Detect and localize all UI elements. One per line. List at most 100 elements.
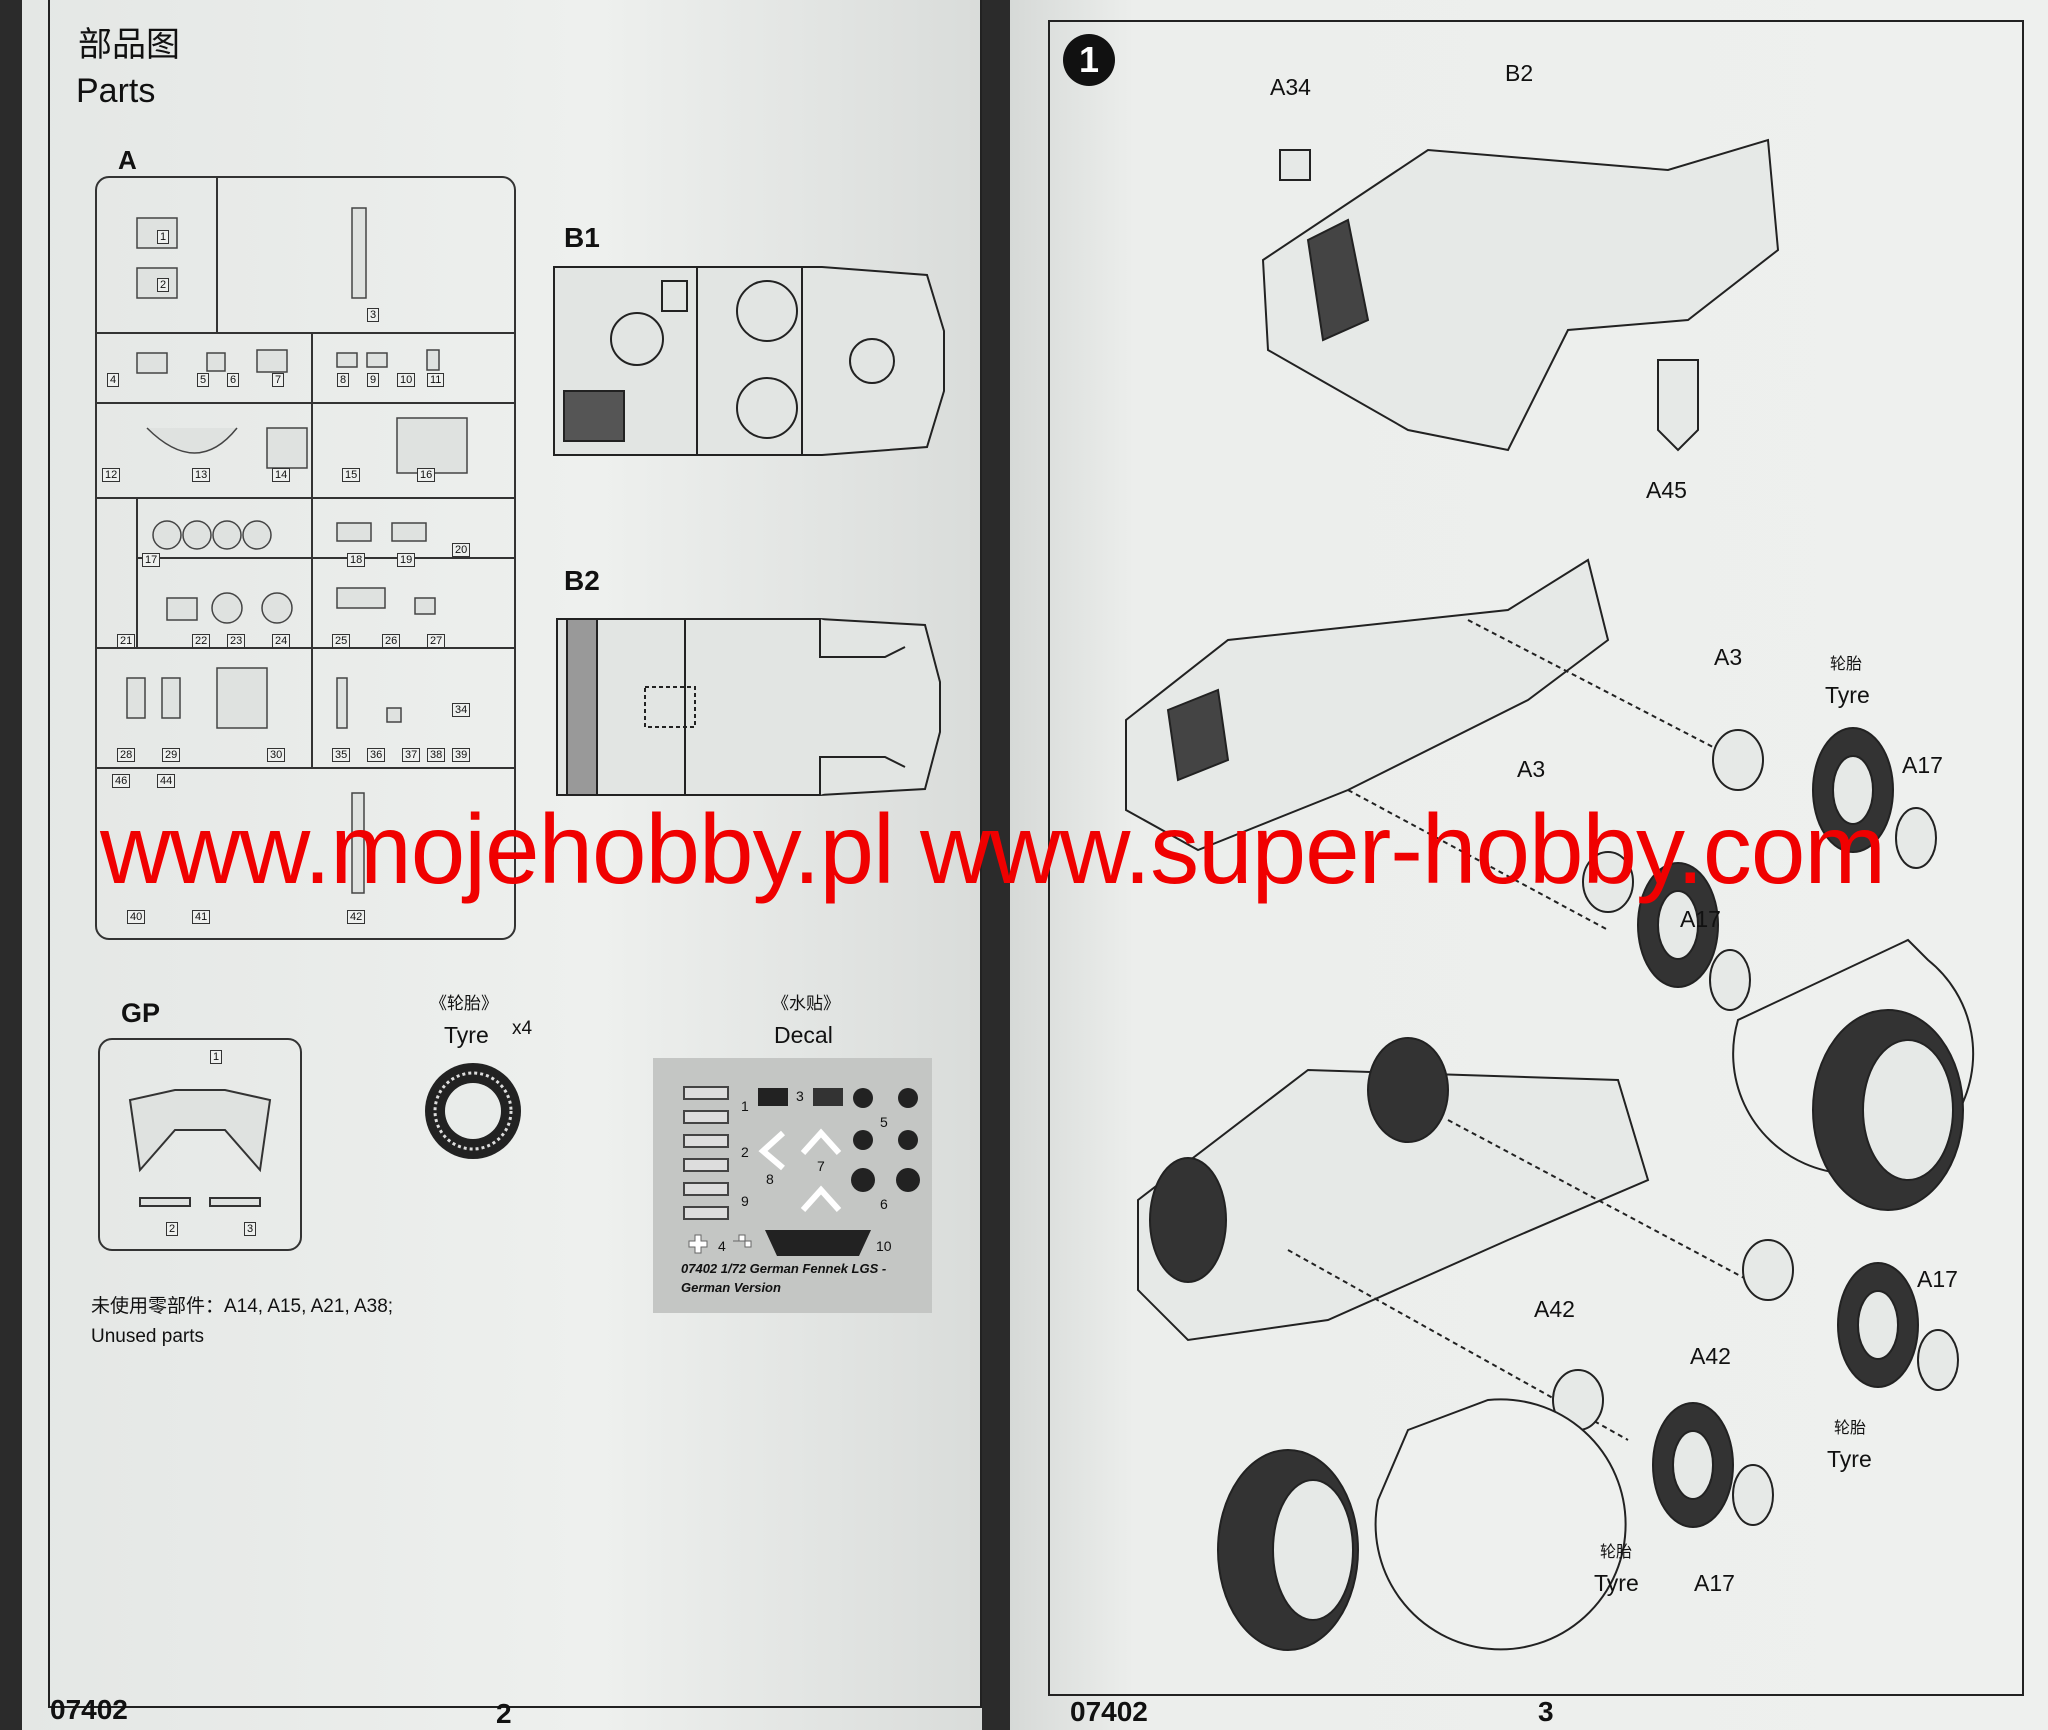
sprue-a-part-6: 6 xyxy=(227,373,240,387)
sprue-a-part-12: 12 xyxy=(102,468,121,482)
sprue-a-part-22: 22 xyxy=(192,634,211,648)
watermark-text: www.mojehobby.pl www.super-hobby.com xyxy=(100,794,1886,904)
tyre-quantity: x4 xyxy=(512,1018,533,1039)
sprue-a-part-20: 20 xyxy=(452,543,471,557)
sprue-a-part-15: 15 xyxy=(342,468,361,482)
hull-middle xyxy=(1125,558,1610,852)
sprue-a-label: A xyxy=(118,145,137,175)
left-page-number: 2 xyxy=(496,1698,512,1729)
sprue-b1-label: B1 xyxy=(564,222,600,253)
sprue-a-part-9: 9 xyxy=(367,373,380,387)
decal-number-7: 7 xyxy=(817,1158,825,1174)
sprue-a-part-2: 2 xyxy=(157,278,170,292)
sprue-a-part-41: 41 xyxy=(192,910,211,924)
sprue-a-part-34: 34 xyxy=(452,703,471,717)
sprue-a-part-24: 24 xyxy=(272,634,291,648)
sprue-a-part-46: 46 xyxy=(112,774,131,788)
sprue-a-part-29: 29 xyxy=(162,748,181,762)
sprue-gp-label: GP xyxy=(121,998,161,1028)
callout-a42-1: A42 xyxy=(1534,1296,1575,1322)
tyre-icon xyxy=(425,1063,521,1159)
hull-top xyxy=(1261,138,1780,452)
callout-a17-3: A17 xyxy=(1917,1266,1958,1292)
sprue-a-part-21: 21 xyxy=(117,634,136,648)
decal-number-1: 1 xyxy=(741,1098,749,1114)
decal-sheet: 1 2 3 4 5 6 7 8 9 10 07402 1/72 German F… xyxy=(653,1058,932,1313)
sprue-a-part-1: 1 xyxy=(157,230,170,244)
sprue-a-part-16: 16 xyxy=(417,468,436,482)
sprue-a-part-44: 44 xyxy=(157,774,176,788)
sprue-gp-drawing xyxy=(128,1089,272,1207)
decal-caption-1: 07402 1/72 German Fennek LGS - xyxy=(681,1261,887,1276)
sprue-a-part-28: 28 xyxy=(117,748,136,762)
sprue-b2-drawing xyxy=(556,618,941,796)
step-number-badge: 1 xyxy=(1063,34,1115,86)
callout-a34: A34 xyxy=(1270,74,1311,100)
parts-title-en: Parts xyxy=(76,72,156,110)
sprue-a-part-7: 7 xyxy=(272,373,285,387)
sprue-a-part-40: 40 xyxy=(127,910,146,924)
gp-part-3: 3 xyxy=(244,1222,257,1236)
sprue-a-part-11: 11 xyxy=(427,373,445,387)
unused-parts-cn: 未使用零部件：A14, A15, A21, A38; xyxy=(91,1296,394,1317)
gp-part-1: 1 xyxy=(210,1050,223,1064)
callout-a42-2: A42 xyxy=(1690,1343,1731,1369)
decal-label-cn: 《水贴》 xyxy=(772,994,840,1013)
sprue-a-part-42: 42 xyxy=(347,910,366,924)
sprue-a-part-17: 17 xyxy=(142,553,161,567)
tyre-label-cn: 《轮胎》 xyxy=(430,994,498,1013)
decal-number-4: 4 xyxy=(718,1238,726,1254)
tyre-label-en: Tyre xyxy=(444,1022,489,1048)
left-page-frame xyxy=(48,0,982,1708)
callout-tyre-cn-1: 轮胎 xyxy=(1830,656,1863,673)
parts-title-cn: 部品图 xyxy=(78,26,180,64)
sprue-a-part-3: 3 xyxy=(367,308,380,322)
sprue-a-part-26: 26 xyxy=(382,634,401,648)
part-a34 xyxy=(1279,149,1311,181)
right-page-number: 3 xyxy=(1538,1696,1554,1727)
sprue-a-grid xyxy=(97,178,514,894)
callout-tyre-cn-2: 轮胎 xyxy=(1834,1420,1867,1437)
sprue-a-part-35: 35 xyxy=(332,748,351,762)
sprue-a-part-23: 23 xyxy=(227,634,246,648)
sprue-b2-label: B2 xyxy=(564,565,600,596)
sprue-a-part-8: 8 xyxy=(337,373,350,387)
sprue-a-part-18: 18 xyxy=(347,553,366,567)
decal-number-3: 3 xyxy=(796,1088,804,1104)
sprue-a-part-39: 39 xyxy=(452,748,471,762)
decal-caption-2: German Version xyxy=(681,1280,781,1295)
sprue-a-part-13: 13 xyxy=(192,468,211,482)
part-a45 xyxy=(1657,359,1699,452)
callout-b2: B2 xyxy=(1505,60,1534,86)
unused-parts-en: Unused parts xyxy=(91,1326,205,1347)
callout-a17-2: A17 xyxy=(1680,906,1721,932)
decal-number-2: 2 xyxy=(741,1144,749,1160)
callout-tyre-cn-3: 轮胎 xyxy=(1600,1544,1633,1561)
callout-a45: A45 xyxy=(1646,477,1687,503)
sprue-a-part-30: 30 xyxy=(267,748,286,762)
decal-markings xyxy=(688,1088,920,1256)
sprue-a-part-19: 19 xyxy=(397,553,416,567)
assembly-diagram xyxy=(1125,138,1975,1651)
decal-number-8: 8 xyxy=(766,1171,774,1187)
right-page-frame xyxy=(1048,20,2024,1696)
sprue-gp: 1 2 3 xyxy=(98,1038,302,1251)
callout-tyre-en-2: Tyre xyxy=(1827,1446,1872,1472)
sprue-a-part-4: 4 xyxy=(107,373,120,387)
decal-label-en: Decal xyxy=(774,1022,833,1048)
sprue-a-part-36: 36 xyxy=(367,748,386,762)
left-footer-code: 07402 xyxy=(50,1694,128,1725)
gp-part-2: 2 xyxy=(166,1222,179,1236)
sprue-a-part-27: 27 xyxy=(427,634,446,648)
callout-a17-4: A17 xyxy=(1694,1570,1735,1596)
callout-tyre-en-1: Tyre xyxy=(1825,682,1870,708)
detail-bubble-2 xyxy=(1374,1398,1627,1651)
sprue-a-part-25: 25 xyxy=(332,634,351,648)
sprue-a-part-5: 5 xyxy=(197,373,210,387)
sprue-a-part-14: 14 xyxy=(272,468,291,482)
sprue-a-part-10: 10 xyxy=(397,373,416,387)
right-footer-code: 07402 xyxy=(1070,1696,1148,1727)
callout-a17-1: A17 xyxy=(1902,752,1943,778)
sprue-a-part-37: 37 xyxy=(402,748,421,762)
